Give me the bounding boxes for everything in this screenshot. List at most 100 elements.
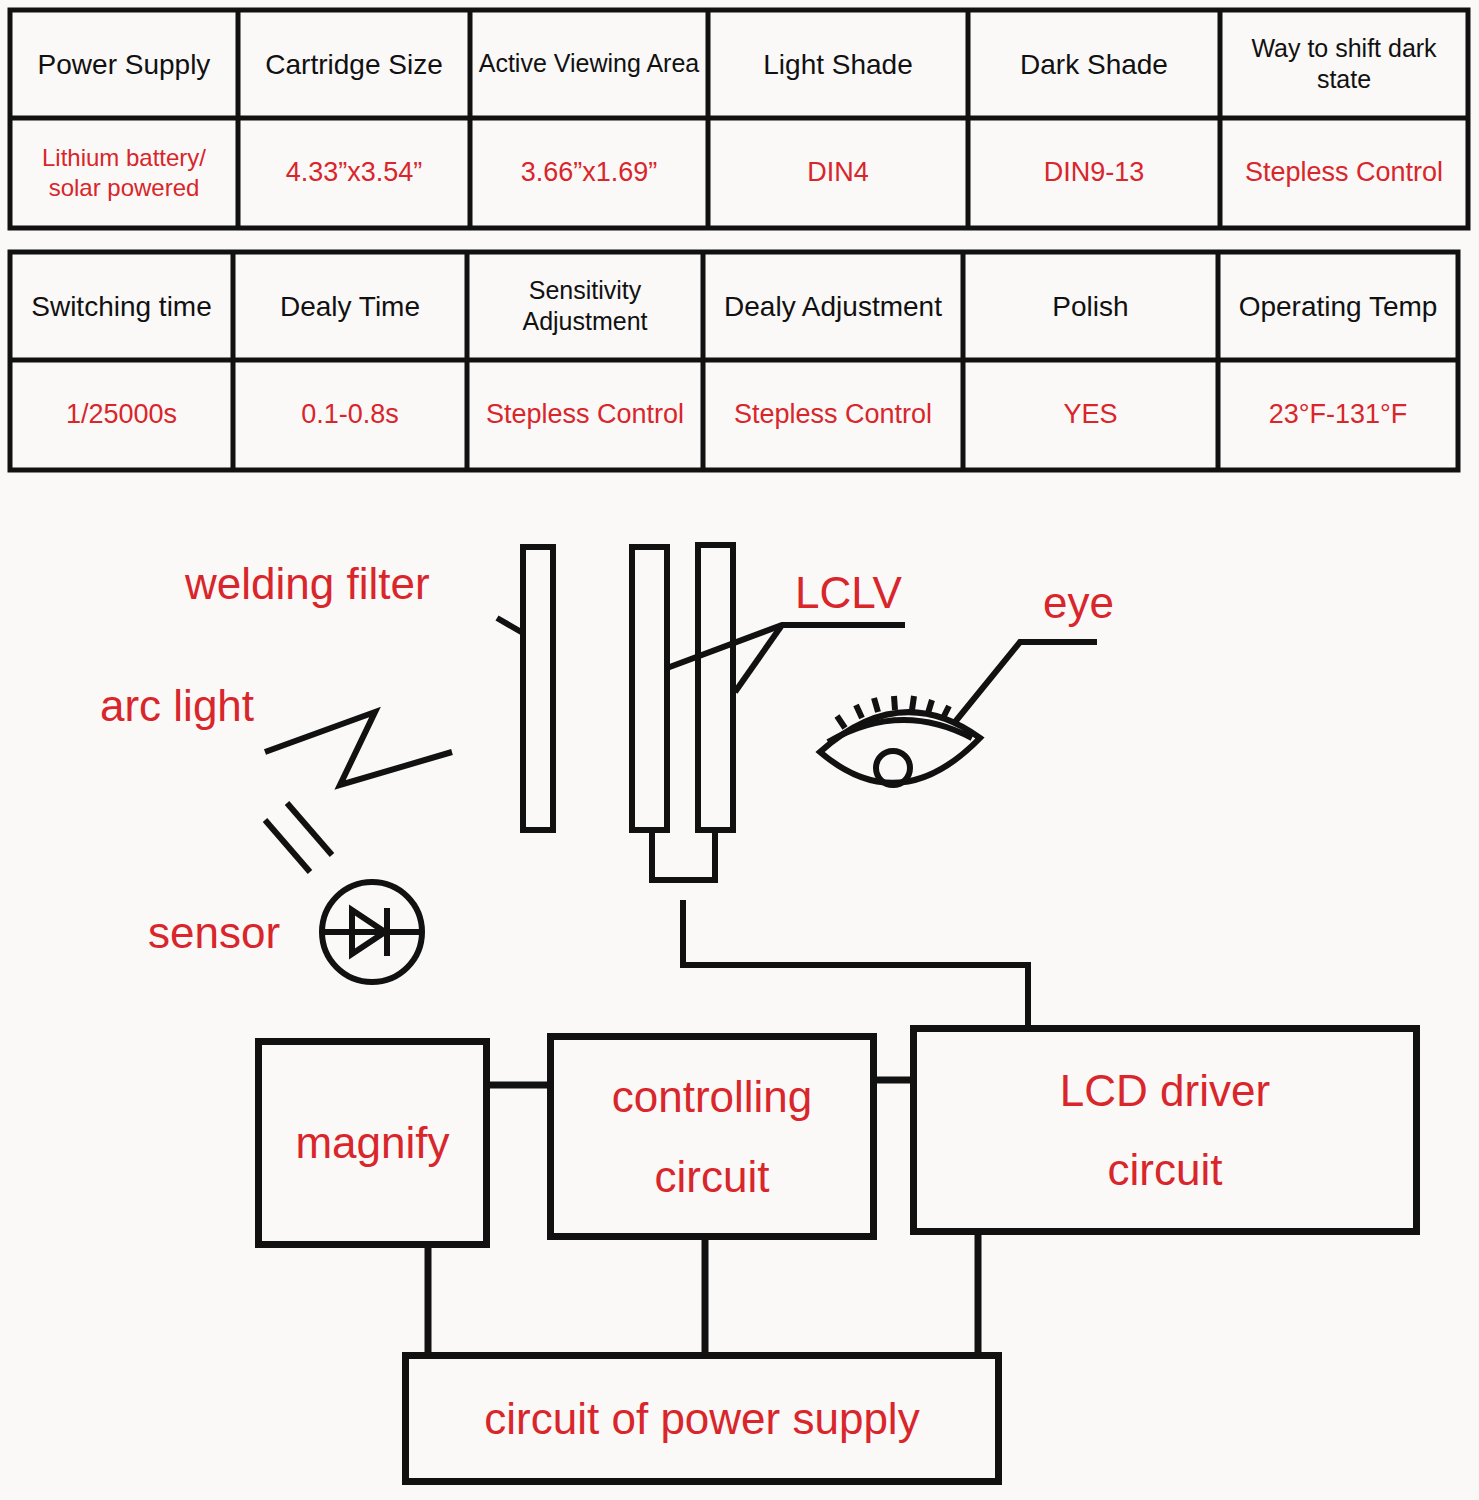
cell-text: Cartridge Size <box>265 47 442 82</box>
optics <box>265 545 1097 1025</box>
table-cell: DIN9-13 <box>973 122 1215 224</box>
cell-text: Sensitivity Adjustment <box>472 275 698 338</box>
table-cell: 23°F-131°F <box>1223 364 1453 466</box>
table-cell: Sensitivity Adjustment <box>472 256 698 356</box>
label-text: eye <box>1043 575 1114 630</box>
process-box: controlling circuit <box>547 1033 877 1240</box>
connector <box>425 1248 432 1352</box>
label-text: sensor <box>148 905 280 960</box>
part-label: sensor <box>148 902 280 962</box>
table-cell: Stepless Control <box>708 364 958 466</box>
table-cell: Polish <box>968 256 1213 356</box>
diode-lead <box>322 929 422 935</box>
leader-line <box>735 625 782 692</box>
cell-text: Stepless Control <box>734 398 932 432</box>
box-text: circuit of power supply <box>484 1379 919 1458</box>
connector <box>702 1240 709 1352</box>
cell-text: Stepless Control <box>486 398 684 432</box>
table-cell: Way to shift dark state <box>1225 14 1463 114</box>
table-cell: Dark Shade <box>973 14 1215 114</box>
part-label: eye <box>1043 572 1114 632</box>
table-cell: DIN4 <box>713 122 963 224</box>
table-cell: Active Viewing Area <box>475 14 703 114</box>
connector <box>975 1235 982 1352</box>
table-rule <box>10 358 1458 363</box>
cell-text: Dark Shade <box>1020 47 1168 82</box>
cell-text: Light Shade <box>763 47 912 82</box>
connector <box>877 1077 910 1084</box>
table-cell: Switching time <box>15 256 228 356</box>
diode-bar <box>384 908 390 956</box>
cell-text: Stepless Control <box>1245 156 1443 190</box>
table-cell: Dealy Time <box>238 256 462 356</box>
cell-text: 1/25000s <box>66 398 177 432</box>
part-label: LCLV <box>795 562 902 622</box>
table-border <box>10 252 1458 470</box>
box-text: LCD driver circuit <box>1000 1051 1330 1209</box>
cell-text: YES <box>1063 398 1117 432</box>
sensor-circle <box>322 882 422 982</box>
cell-text: Switching time <box>31 289 212 324</box>
table-grid <box>10 10 1468 470</box>
table-rule <box>10 116 1468 121</box>
cell-text: 3.66”x1.69” <box>521 156 658 190</box>
table-rule <box>236 10 241 228</box>
table-rule <box>1218 10 1223 228</box>
cell-text: Lithium battery/ solar powered <box>15 143 233 203</box>
cell-text: Operating Temp <box>1239 289 1438 324</box>
lclv-wire <box>683 900 1028 1025</box>
box-text: controlling circuit <box>567 1057 857 1215</box>
table-rule <box>706 10 711 228</box>
arc-light-zigzag <box>265 712 452 785</box>
pupil <box>876 751 910 785</box>
sensor-symbol <box>322 882 422 982</box>
lclv-plate <box>698 545 733 830</box>
connector <box>490 1082 547 1089</box>
box-text: magnify <box>295 1103 449 1182</box>
table-cell: Lithium battery/ solar powered <box>15 122 233 224</box>
light-ray <box>287 803 332 855</box>
label-text: welding filter <box>185 556 430 611</box>
cell-text: 4.33”x3.54” <box>286 156 423 190</box>
table-cell: YES <box>968 364 1213 466</box>
eye-figure <box>820 696 980 785</box>
table-cell: Dealy Adjustment <box>708 256 958 356</box>
part-label: arc light <box>100 675 254 735</box>
process-box: LCD driver circuit <box>910 1025 1420 1235</box>
table-rule <box>701 252 706 470</box>
process-box: circuit of power supply <box>402 1352 1002 1485</box>
leader-line <box>955 642 1097 722</box>
cell-text: Way to shift dark state <box>1225 33 1463 96</box>
table-cell: 0.1-0.8s <box>238 364 462 466</box>
diode-triangle <box>352 910 385 954</box>
table-rule <box>966 10 971 228</box>
eyelashes <box>837 696 949 728</box>
table-cell: Stepless Control <box>1225 122 1463 224</box>
table-cell: Stepless Control <box>472 364 698 466</box>
table-cell: Operating Temp <box>1223 256 1453 356</box>
lclv-plate <box>632 547 667 830</box>
leader-line <box>497 618 523 633</box>
cell-text: 23°F-131°F <box>1269 398 1408 432</box>
table-border <box>10 10 1468 228</box>
cell-text: Dealy Adjustment <box>724 289 942 324</box>
process-box: magnify <box>255 1038 490 1248</box>
cell-text: DIN9-13 <box>1044 156 1145 190</box>
cell-text: 0.1-0.8s <box>301 398 399 432</box>
table-rule <box>961 252 966 470</box>
lclv-connector <box>652 830 715 880</box>
table-rule <box>1216 252 1221 470</box>
label-text: LCLV <box>795 565 902 620</box>
table-cell: 4.33”x3.54” <box>243 122 465 224</box>
eyelid <box>828 720 972 742</box>
table-rule <box>231 252 236 470</box>
table-rule <box>465 252 470 470</box>
label-text: arc light <box>100 678 254 733</box>
table-rule <box>468 10 473 228</box>
light-ray <box>265 820 310 872</box>
table-cell: Cartridge Size <box>243 14 465 114</box>
table-cell: 1/25000s <box>15 364 228 466</box>
